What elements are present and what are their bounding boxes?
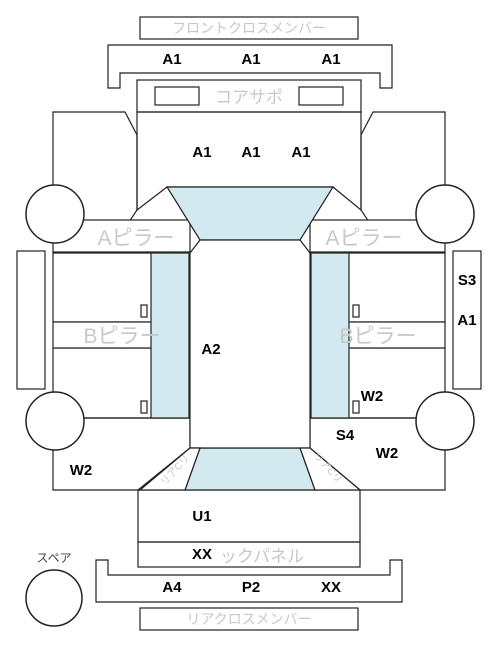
rear-cross-member-label: リアクロスメンバー: [186, 611, 311, 627]
code-right-w2-upper: W2: [361, 388, 384, 405]
left-side-sill[interactable]: [16, 250, 46, 390]
spare-label: スペア: [36, 551, 71, 565]
front-cross-member-label: フロントクロスメンバー: [172, 20, 326, 36]
code-hood-mid: A1: [241, 144, 260, 161]
front-cross-member-part[interactable]: [107, 44, 393, 89]
right-front-handle: [352, 304, 360, 318]
back-panel-part[interactable]: [137, 541, 361, 568]
code-front-cross-left: A1: [162, 51, 181, 68]
core-support-left-slot: [154, 86, 200, 106]
right-side-glass[interactable]: [310, 252, 350, 419]
code-hood-right: A1: [291, 144, 310, 161]
spare-tire[interactable]: [25, 569, 83, 627]
left-side-glass[interactable]: [150, 252, 190, 419]
code-rear-mid: P2: [242, 579, 260, 596]
left-rear-handle: [140, 400, 148, 414]
left-front-wheel[interactable]: [25, 184, 85, 244]
code-back-panel: XX: [192, 546, 212, 563]
code-right-sill-s3: S3: [458, 272, 476, 289]
right-front-wheel[interactable]: [415, 184, 475, 244]
left-front-handle: [140, 304, 148, 318]
code-front-cross-right: A1: [321, 51, 340, 68]
code-left-w2: W2: [70, 462, 93, 479]
code-right-w2-lower: W2: [376, 445, 399, 462]
back-panel-label: ックパネル: [220, 547, 304, 566]
right-side-sill[interactable]: [452, 250, 482, 390]
trunk-lid[interactable]: [137, 489, 361, 543]
right-rear-handle: [352, 400, 360, 414]
code-rear-right: XX: [321, 579, 341, 596]
code-right-s4: S4: [336, 427, 355, 444]
rear-cross-member-box: [139, 607, 359, 631]
b-pillar-left-label: Bピラー: [83, 325, 160, 348]
code-trunk: U1: [192, 508, 211, 525]
code-front-cross-mid: A1: [241, 51, 260, 68]
code-roof: A2: [201, 341, 220, 358]
code-right-sill-a1: A1: [457, 312, 476, 329]
rear-window[interactable]: [184, 447, 316, 491]
right-rear-wheel[interactable]: [415, 391, 475, 451]
a-pillar-left-label: Aピラー: [97, 227, 174, 250]
left-rear-pillar[interactable]: [138, 447, 201, 491]
windshield[interactable]: [165, 186, 335, 241]
core-support-right-slot: [298, 86, 344, 106]
a-pillar-right-label: Aピラー: [325, 227, 402, 250]
core-support-label: コアサポ: [215, 88, 283, 107]
code-rear-left: A4: [162, 579, 182, 596]
code-hood-left: A1: [192, 144, 211, 161]
right-rear-pillar[interactable]: [299, 447, 362, 491]
b-pillar-right-label: Bピラー: [339, 325, 416, 348]
front-cross-member-box: [139, 16, 359, 40]
left-rear-wheel[interactable]: [25, 391, 85, 451]
rear-cross-member-part[interactable]: [95, 559, 403, 603]
